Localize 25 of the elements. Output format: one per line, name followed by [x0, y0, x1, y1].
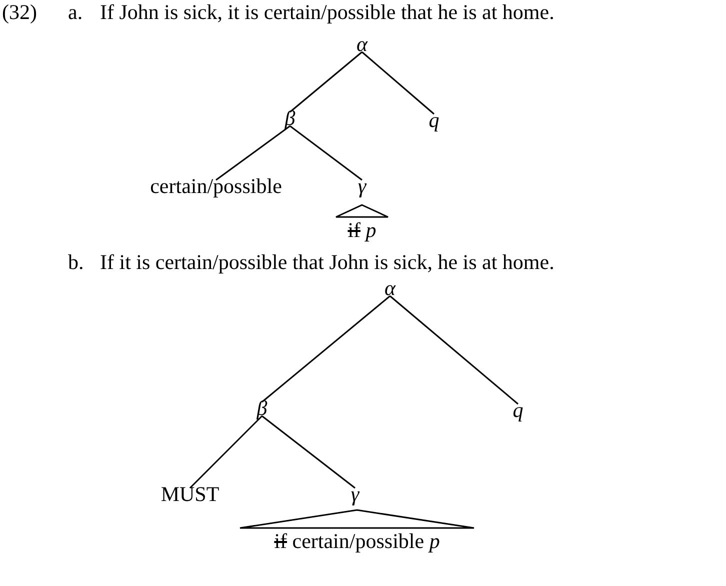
tree-node-label: α	[356, 34, 368, 54]
tree-leaf-label: certain/possible	[150, 176, 282, 196]
roofed-leaf: if certain/possible p	[239, 509, 475, 551]
sub-example-letter: b.	[68, 252, 84, 272]
tree-branch	[290, 125, 362, 181]
tree-branch	[262, 415, 356, 489]
tree-branch	[290, 51, 362, 113]
example-number: (32)	[2, 2, 37, 22]
tree-node-label: β	[256, 398, 268, 418]
tree-branch	[189, 415, 263, 489]
example-sentence: If John is sick, it is certain/possible that he is at home.	[100, 2, 554, 22]
tree-leaf-label: MUST	[160, 484, 220, 504]
tree-node-label: γ	[350, 484, 360, 504]
tree-branch	[362, 51, 434, 115]
tree-node-label: β	[284, 108, 296, 128]
tree-node-label: γ	[358, 176, 366, 196]
example-sentence: If it is certain/possible that John is sick, he is at home.	[100, 252, 554, 272]
tree-node-label: q	[512, 400, 524, 420]
roofed-leaf: if p	[335, 204, 389, 240]
tree-branch	[390, 295, 518, 405]
tree-node-label: α	[384, 278, 396, 298]
tree-branch	[216, 125, 290, 181]
tree-node-label: q	[428, 110, 440, 130]
tree-branch	[262, 295, 390, 403]
sub-example-letter: a.	[68, 2, 83, 22]
